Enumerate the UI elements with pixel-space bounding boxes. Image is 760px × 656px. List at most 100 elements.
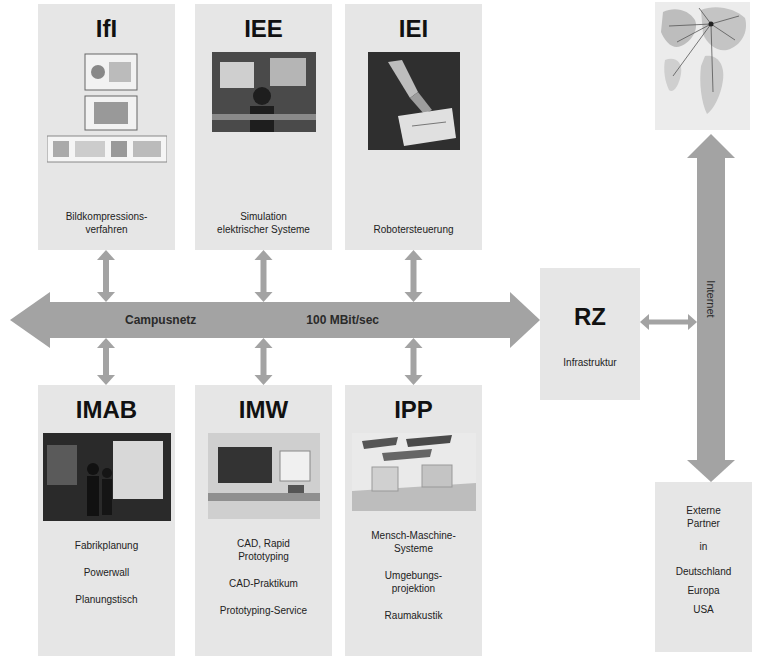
- projection-wall: [113, 441, 163, 499]
- cad-lab-photo: [208, 433, 320, 519]
- person: [87, 476, 99, 516]
- network-band: Campusnetz100 MBit/sec: [50, 302, 500, 338]
- route-line: [677, 24, 711, 42]
- partner-box: Externe PartnerinDeutschlandEuropaUSA: [655, 482, 752, 652]
- arrowhead: [255, 375, 273, 385]
- person: [102, 468, 112, 478]
- institute-name: IEI: [399, 16, 428, 42]
- route-line: [711, 16, 739, 24]
- institute-name: IEE: [244, 16, 283, 42]
- institute-name: IPP: [394, 397, 433, 423]
- arrowhead: [405, 338, 423, 348]
- application-label: Raumakustik: [385, 609, 443, 622]
- partner-label: in: [700, 540, 708, 553]
- institute-name: IfI: [96, 16, 117, 42]
- application-label: Robotersteuerung: [373, 223, 453, 236]
- application-label: Bildkompressions- verfahren: [59, 210, 155, 236]
- application-label: Planungstisch: [75, 593, 137, 606]
- ceiling-panel: [382, 449, 432, 461]
- robot-arm: [410, 92, 432, 114]
- screen-detail: [53, 141, 69, 157]
- network-link: [687, 440, 735, 482]
- route-line: [699, 8, 711, 24]
- link-line: [261, 347, 267, 376]
- service-label: Infrastruktur: [563, 356, 616, 369]
- application-label: Mensch-Maschine-Systeme: [366, 529, 462, 555]
- network-link: [405, 250, 423, 302]
- desk: [212, 114, 316, 120]
- table: [208, 493, 320, 501]
- network-link: [500, 292, 540, 348]
- world-map: [655, 2, 750, 130]
- network-link: [97, 338, 115, 385]
- arrowhead: [510, 292, 540, 348]
- room-element: [422, 465, 452, 487]
- institute-box: IEE Simulation elektrischer Systeme: [195, 4, 332, 250]
- arrowhead: [688, 314, 697, 330]
- screenshot-illustration: [47, 52, 167, 164]
- monitor: [270, 58, 306, 86]
- powerwall-photo: [43, 433, 171, 521]
- institute-box: IMW CAD, Rapid PrototypingCAD-PraktikumP…: [195, 385, 332, 656]
- screen: [218, 447, 272, 483]
- landmass: [700, 56, 723, 114]
- network-link: [255, 250, 273, 302]
- route-line: [711, 24, 735, 40]
- network-lines: [669, 8, 739, 92]
- person: [87, 463, 99, 475]
- internet-label: Internet: [705, 280, 717, 317]
- monitor: [220, 62, 254, 88]
- network-label: 100 MBit/sec: [306, 313, 379, 327]
- landmass: [664, 59, 681, 91]
- arrowhead: [97, 338, 115, 348]
- location-dot: [709, 22, 714, 27]
- arrowhead: [640, 314, 649, 330]
- robot-photo: [368, 52, 460, 150]
- application-label: Simulation elektrischer Systeme: [216, 210, 312, 236]
- machine: [288, 485, 304, 493]
- center-name: RZ: [574, 304, 606, 330]
- link-line: [103, 347, 109, 376]
- link-line: [103, 259, 109, 293]
- network-link: [97, 250, 115, 302]
- link-line: [697, 440, 725, 461]
- arrowhead: [405, 375, 423, 385]
- network-link: [255, 338, 273, 385]
- map-ground: [655, 2, 750, 130]
- arrowhead: [687, 460, 735, 482]
- band-arrowhead: [10, 292, 50, 348]
- route-line: [673, 24, 711, 76]
- sheet-line: [412, 122, 446, 126]
- arrowhead: [97, 375, 115, 385]
- link-line: [500, 302, 511, 338]
- arrowhead: [97, 292, 115, 302]
- screen-detail: [94, 102, 128, 124]
- application-label: Umgebungs- projektion: [366, 569, 462, 595]
- institute-name: IMW: [239, 397, 288, 423]
- application-label: Powerwall: [84, 566, 130, 579]
- virtual-room-photo: [352, 433, 476, 511]
- screen-detail: [111, 141, 127, 157]
- partner-label: Deutschland: [676, 565, 732, 578]
- ceiling-panel: [362, 437, 398, 449]
- arrowhead: [255, 292, 273, 302]
- partner-label: Europa: [687, 584, 719, 597]
- link-line: [411, 347, 417, 376]
- photo-ground: [352, 433, 476, 511]
- arrowhead: [255, 250, 273, 260]
- photo-ground: [43, 433, 171, 521]
- floor: [352, 483, 476, 511]
- projection-wall: [47, 445, 77, 485]
- lab-photo: [212, 52, 316, 132]
- photo-ground: [212, 52, 316, 132]
- screen-detail: [75, 141, 105, 157]
- institute-box: IEI Robotersteuerung: [345, 4, 482, 250]
- photo-ground: [368, 52, 460, 150]
- application-label: Fabrikplanung: [75, 539, 138, 552]
- partner-label: Externe Partner: [669, 504, 739, 530]
- arrowhead: [405, 250, 423, 260]
- network-link: [405, 338, 423, 385]
- robot-arm: [388, 60, 418, 98]
- route-line: [669, 24, 711, 26]
- application-label: Prototyping-Service: [220, 604, 307, 617]
